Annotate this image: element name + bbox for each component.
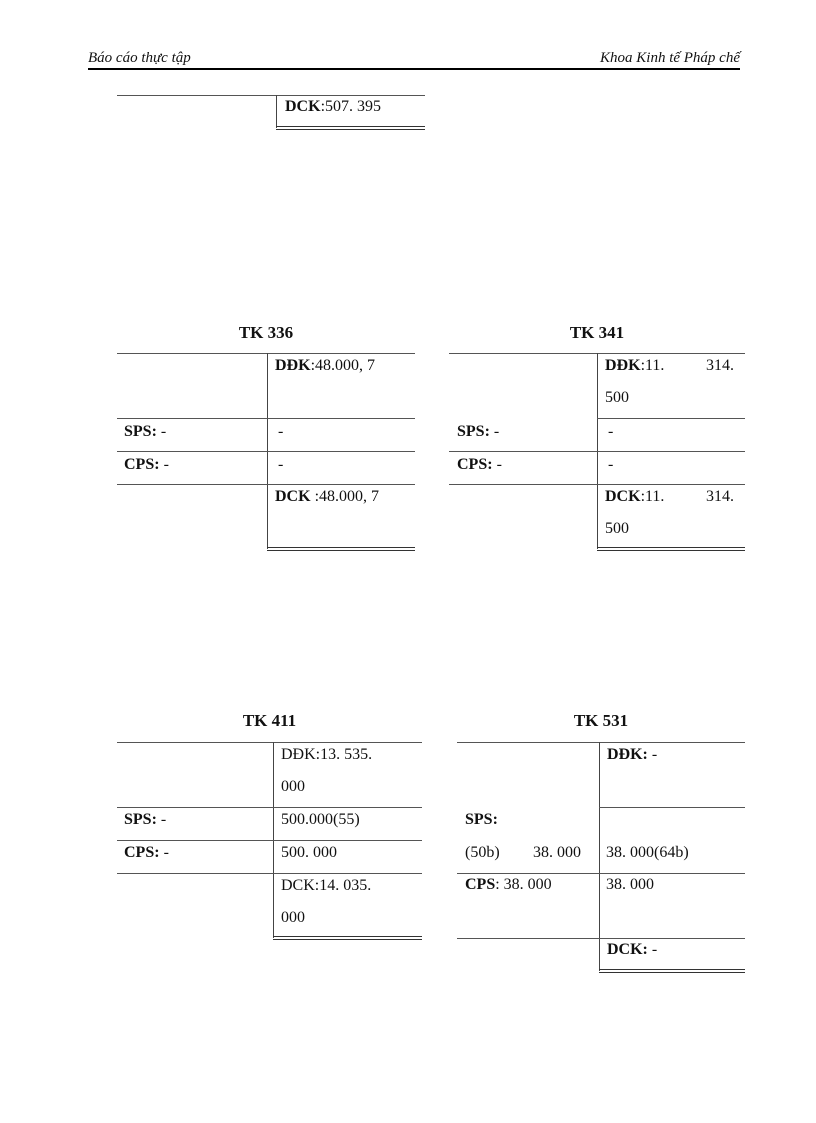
label: DCK:: [607, 941, 648, 958]
divider: [276, 95, 277, 128]
credit-turnover-right: 500. 000: [281, 844, 337, 861]
divider: [599, 742, 600, 971]
account-title: TK 411: [242, 711, 297, 730]
header-faculty: Khoa Kinh tế Pháp chế: [600, 50, 740, 66]
label: CPS:: [124, 456, 160, 473]
divider: [117, 484, 415, 485]
value: -: [647, 941, 658, 958]
opening-balance-cont: 500: [605, 389, 629, 406]
opening-balance: DĐK: -: [607, 745, 657, 765]
divider: [449, 451, 745, 452]
value: :507. 395: [320, 98, 382, 115]
closing-balance: DCK :48.000, 7: [275, 487, 379, 507]
divider: [449, 484, 745, 485]
value: -: [489, 423, 500, 440]
label: DĐK:: [607, 746, 648, 763]
opening-balance-cont: 000: [281, 778, 305, 795]
credit-turnover-right: -: [278, 456, 284, 473]
double-underline: [267, 547, 415, 551]
credit-turnover: CPS: -: [457, 455, 502, 475]
value: :11.: [640, 357, 665, 374]
debit-turnover: SPS: -: [457, 422, 499, 442]
debit-turnover-ref: (50b): [465, 844, 500, 861]
account-title: TK 531: [573, 711, 629, 730]
label: SPS:: [457, 423, 490, 440]
divider: [117, 840, 422, 841]
debit-turnover: SPS:: [465, 810, 498, 830]
opening-balance: DĐK:48.000, 7: [275, 356, 375, 376]
divider: [117, 742, 422, 743]
label: SPS:: [465, 811, 498, 828]
debit-turnover: SPS: -: [124, 422, 166, 442]
debit-turnover-right: -: [608, 423, 614, 440]
double-underline: [276, 126, 425, 130]
label: DĐK: [605, 357, 641, 374]
divider: [457, 873, 745, 874]
debit-turnover-value: 38. 000: [533, 844, 581, 861]
debit-turnover-right: 500.000(55): [281, 811, 360, 828]
opening-balance: DĐK:11.: [605, 356, 664, 376]
closing-balance: DCK:11.: [605, 487, 664, 507]
value: -: [492, 456, 502, 473]
credit-turnover: CPS: -: [124, 843, 169, 863]
divider: [599, 807, 745, 808]
closing-balance-cont: 314.: [706, 488, 734, 505]
divider: [117, 873, 422, 874]
value: :11.: [640, 488, 665, 505]
debit-turnover: SPS: -: [124, 810, 166, 830]
label: CPS: [465, 876, 496, 893]
page-header: Báo cáo thực tập Khoa Kinh tế Pháp chế: [88, 48, 740, 70]
label: DCK: [285, 98, 321, 115]
label: DCK: [275, 488, 311, 505]
header-report-title: Báo cáo thực tập: [88, 50, 191, 66]
closing-balance-cont: 000: [281, 909, 305, 926]
closing-balance-cont: 500: [605, 520, 629, 537]
divider: [117, 418, 415, 419]
credit-turnover-right: 38. 000: [606, 876, 654, 893]
debit-turnover-right: 38. 000(64b): [606, 844, 689, 861]
value: -: [156, 811, 167, 828]
divider: [457, 742, 745, 743]
double-underline: [599, 969, 745, 973]
debit-turnover-right: -: [278, 423, 284, 440]
divider: [117, 95, 425, 96]
value: -: [647, 746, 658, 763]
closing-balance: DCK: -: [607, 940, 657, 960]
value: : 38. 000: [495, 876, 552, 893]
divider: [117, 353, 415, 354]
value: :48.000, 7: [310, 357, 376, 374]
value: :48.000, 7: [310, 488, 380, 505]
value: -: [159, 844, 169, 861]
value: -: [159, 456, 169, 473]
double-underline: [273, 936, 422, 940]
closing-balance: DCK:507. 395: [285, 97, 381, 117]
closing-balance: DCK:14. 035.: [281, 877, 372, 894]
credit-turnover: CPS: -: [124, 455, 169, 475]
divider: [117, 451, 415, 452]
label: DCK: [605, 488, 641, 505]
label: SPS:: [124, 811, 157, 828]
account-title: TK 336: [238, 323, 294, 342]
opening-balance: DĐK:13. 535.: [281, 746, 373, 763]
label: SPS:: [124, 423, 157, 440]
divider: [117, 807, 422, 808]
credit-turnover-right: -: [608, 456, 614, 473]
label: CPS:: [124, 844, 160, 861]
opening-balance-cont: 314.: [706, 357, 734, 374]
account-title: TK 341: [569, 323, 625, 342]
divider: [457, 938, 745, 939]
label: CPS:: [457, 456, 493, 473]
label: DĐK: [275, 357, 311, 374]
value: -: [156, 423, 167, 440]
divider: [597, 418, 745, 419]
credit-turnover: CPS: 38. 000: [465, 875, 552, 895]
double-underline: [597, 547, 745, 551]
